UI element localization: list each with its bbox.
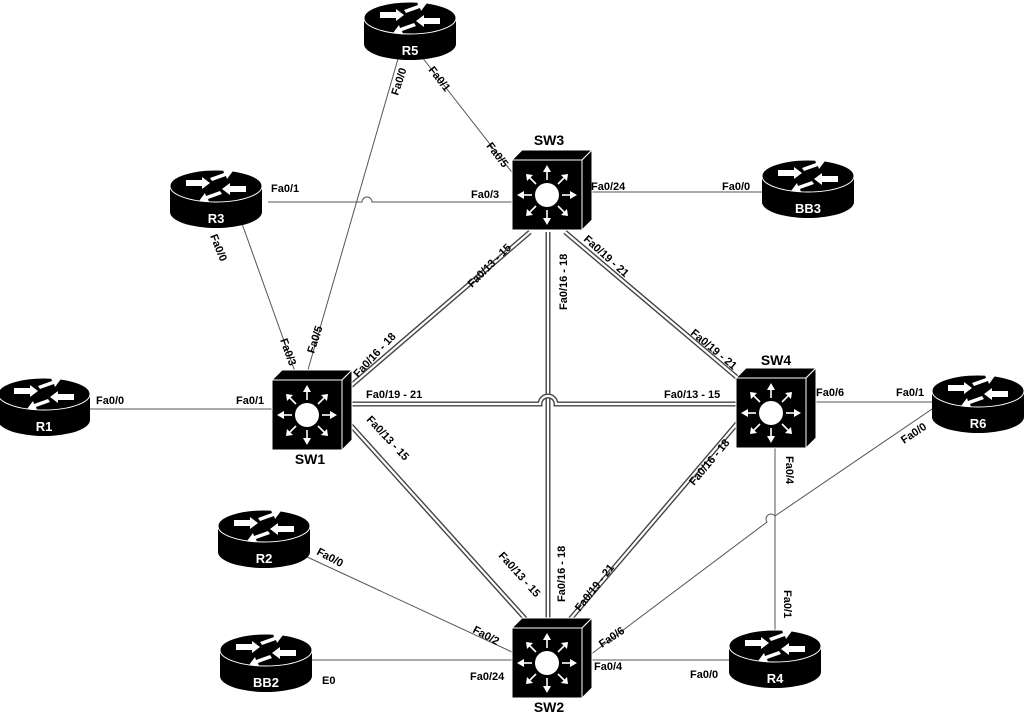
port-label: Fa0/0 — [722, 181, 750, 193]
port-label: Fa0/19 - 21 — [573, 562, 617, 614]
switch-sw3[interactable] — [511, 149, 593, 231]
port-label: Fa0/0 — [899, 421, 929, 447]
port-label: Fa0/24 — [470, 671, 505, 683]
trunk-sw1-sw4 — [346, 393, 740, 407]
router-r3[interactable]: R3 — [169, 169, 263, 229]
port-label: Fa0/2 — [471, 624, 501, 648]
port-label: Fa0/16 - 18 — [556, 546, 568, 602]
router-r1[interactable]: R1 — [0, 377, 91, 437]
device-label-sw4: SW4 — [761, 352, 792, 368]
device-label-r1: R1 — [36, 419, 53, 434]
switch-sw4[interactable] — [735, 367, 817, 449]
port-label: Fa0/3 — [471, 189, 499, 201]
router-r5[interactable]: R5 — [363, 1, 457, 61]
port-label: E0 — [322, 675, 335, 687]
link-r2-sw2 — [304, 555, 513, 653]
port-label: Fa0/5 — [305, 324, 325, 354]
port-label: Fa0/13 - 15 — [466, 242, 514, 290]
trunk-links — [344, 230, 742, 626]
links — [90, 51, 936, 661]
device-label-sw1: SW1 — [295, 451, 326, 467]
router-r4[interactable]: R4 — [728, 629, 822, 689]
port-label: Fa0/24 — [591, 181, 626, 193]
device-label-r2: R2 — [256, 551, 273, 566]
device-label-sw2: SW2 — [534, 699, 565, 715]
device-label-r3: R3 — [208, 211, 225, 226]
port-label: Fa0/3 — [277, 337, 298, 368]
link-r3-sw1 — [239, 217, 299, 381]
port-label: Fa0/0 — [389, 66, 409, 96]
device-label-sw3: SW3 — [534, 132, 565, 148]
port-label: Fa0/0 — [207, 233, 229, 264]
port-label: Fa0/19 - 21 — [688, 327, 739, 372]
device-label-r4: R4 — [767, 671, 784, 686]
router-bb3[interactable]: BB3 — [761, 159, 855, 219]
router-r2[interactable]: R2 — [217, 509, 311, 569]
trunk-sw1-sw2 — [344, 418, 532, 626]
port-label: Fa0/1 — [236, 395, 264, 407]
device-label-r6: R6 — [970, 416, 987, 431]
trunk-sw4-sw2 — [564, 418, 742, 626]
port-label: Fa0/5 — [484, 140, 511, 170]
port-label: Fa0/1 — [426, 64, 453, 94]
port-label: Fa0/16 - 18 — [687, 437, 732, 488]
router-bb2[interactable]: BB2 — [219, 633, 313, 693]
port-label: Fa0/19 - 21 — [366, 389, 422, 401]
port-label: Fa0/4 — [594, 661, 623, 673]
device-label-r5: R5 — [402, 43, 419, 58]
device-label-bb2: BB2 — [253, 675, 279, 690]
port-label: Fa0/16 - 18 — [558, 254, 570, 310]
port-label: Fa0/6 — [597, 625, 627, 651]
trunk-sw3-sw4 — [563, 230, 742, 382]
port-label: Fa0/13 - 15 — [364, 414, 411, 463]
device-label-bb3: BB3 — [795, 201, 821, 216]
link-r3-sw3 — [268, 196, 512, 203]
router-r6[interactable]: R6 — [931, 374, 1024, 434]
port-label: Fa0/0 — [690, 669, 718, 681]
port-label: Fa0/13 - 15 — [664, 389, 720, 401]
port-label: Fa0/19 - 21 — [581, 233, 631, 280]
link-r5-sw1 — [304, 51, 401, 381]
port-label: Fa0/1 — [781, 590, 793, 618]
port-label: Fa0/0 — [96, 395, 124, 407]
port-label: Fa0/4 — [783, 456, 795, 485]
trunk-sw1-sw3 — [344, 230, 532, 392]
switch-sw1[interactable] — [271, 369, 353, 451]
port-label: Fa0/6 — [816, 387, 844, 399]
port-label: Fa0/1 — [896, 387, 924, 399]
port-label: Fa0/16 - 18 — [351, 331, 398, 380]
port-label: Fa0/1 — [271, 183, 299, 195]
link-r5-sw3 — [417, 51, 519, 181]
switch-sw2[interactable] — [511, 617, 593, 699]
port-label: Fa0/0 — [315, 546, 345, 570]
